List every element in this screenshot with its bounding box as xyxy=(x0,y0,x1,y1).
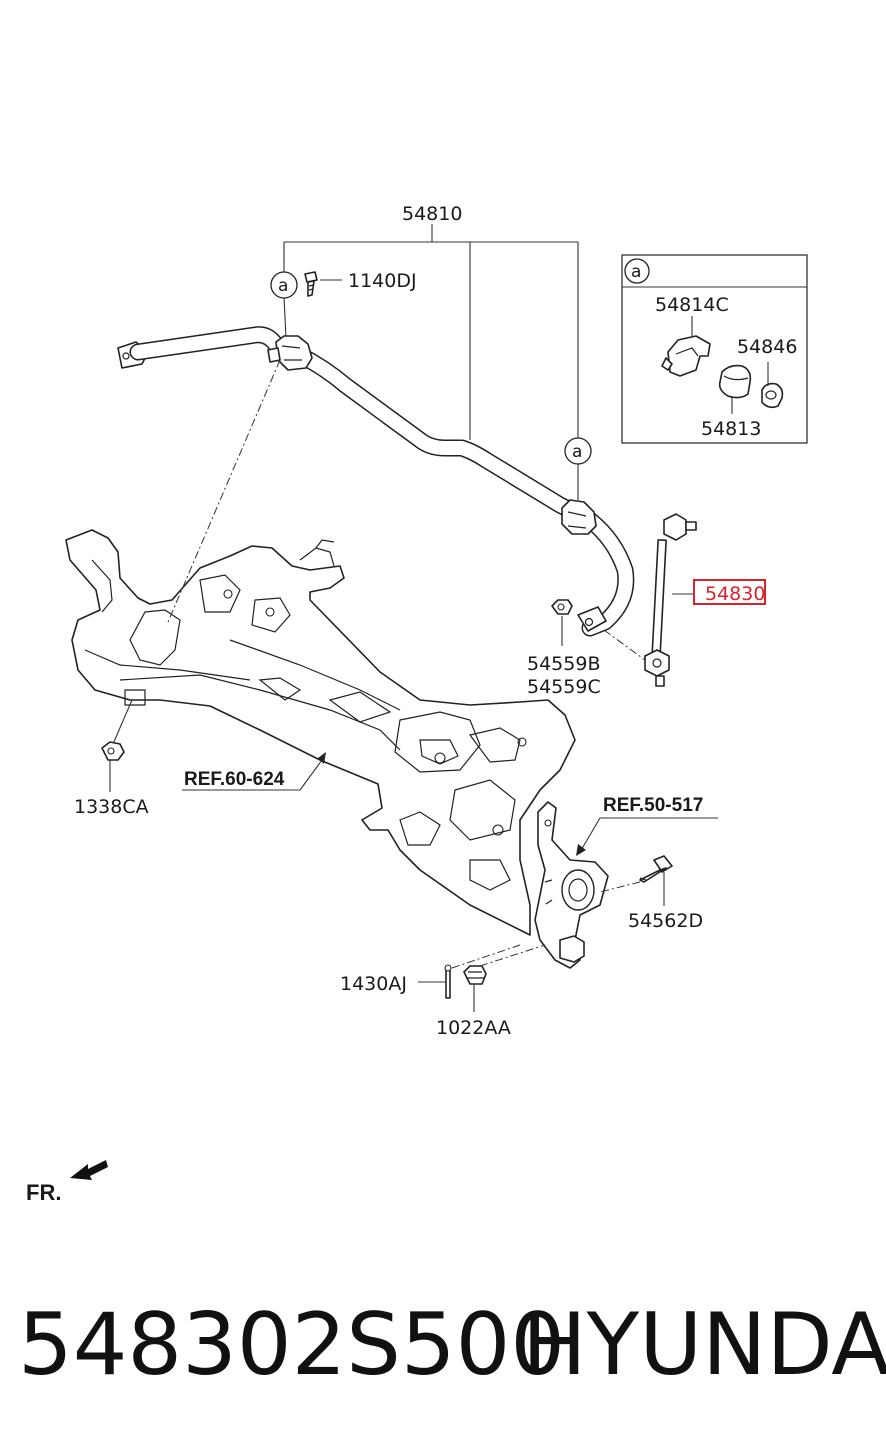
label-54559c: 54559C xyxy=(527,676,601,698)
split-pin-1430aj xyxy=(418,944,521,999)
bar-bracket-right xyxy=(561,499,597,535)
label-54810: 54810 xyxy=(402,203,462,225)
bar-bracket-left xyxy=(267,335,313,371)
callout-a-top: a xyxy=(270,271,298,299)
label-54559b: 54559B xyxy=(527,653,600,675)
stabilizer-bar-leaders xyxy=(283,224,579,500)
label-1022aa: 1022AA xyxy=(436,1017,511,1039)
ref-50-517-leader xyxy=(576,817,718,856)
front-arrow xyxy=(70,1160,108,1180)
part-number: 548302S500 xyxy=(18,1295,566,1395)
label-54814c: 54814C xyxy=(655,294,729,316)
callout-a-right: a xyxy=(564,437,592,465)
label-1430aj: 1430AJ xyxy=(340,973,407,995)
label-ref-60-624: REF.60-624 xyxy=(184,769,285,790)
nut-1338ca xyxy=(101,699,133,792)
label-54846: 54846 xyxy=(737,336,797,358)
label-54830: 54830 xyxy=(705,583,765,605)
bolt-54562d xyxy=(599,855,673,906)
label-1338ca: 1338CA xyxy=(74,796,149,818)
bolt-1140dj xyxy=(304,271,342,297)
label-front: FR. xyxy=(26,1180,61,1205)
brand-name: HYUNDAI xyxy=(522,1295,886,1395)
stabilizer-link-54830 xyxy=(603,513,697,687)
nut-54559 xyxy=(551,599,573,646)
subframe xyxy=(65,529,576,936)
label-54562d: 54562D xyxy=(628,910,703,932)
detail-box-a: a xyxy=(621,254,808,444)
label-54813: 54813 xyxy=(701,418,761,440)
label-ref-50-517: REF.50-517 xyxy=(603,795,703,816)
callout-a-right-letter: a xyxy=(572,442,582,462)
knuckle xyxy=(534,801,609,969)
castle-nut-1022aa xyxy=(463,944,546,1012)
ref-60-624-leader xyxy=(182,752,326,791)
callout-a-top-letter: a xyxy=(278,276,288,296)
detail-box-letter: a xyxy=(631,262,641,282)
label-1140dj: 1140DJ xyxy=(348,270,417,292)
highlight-box-54830 xyxy=(693,579,766,605)
